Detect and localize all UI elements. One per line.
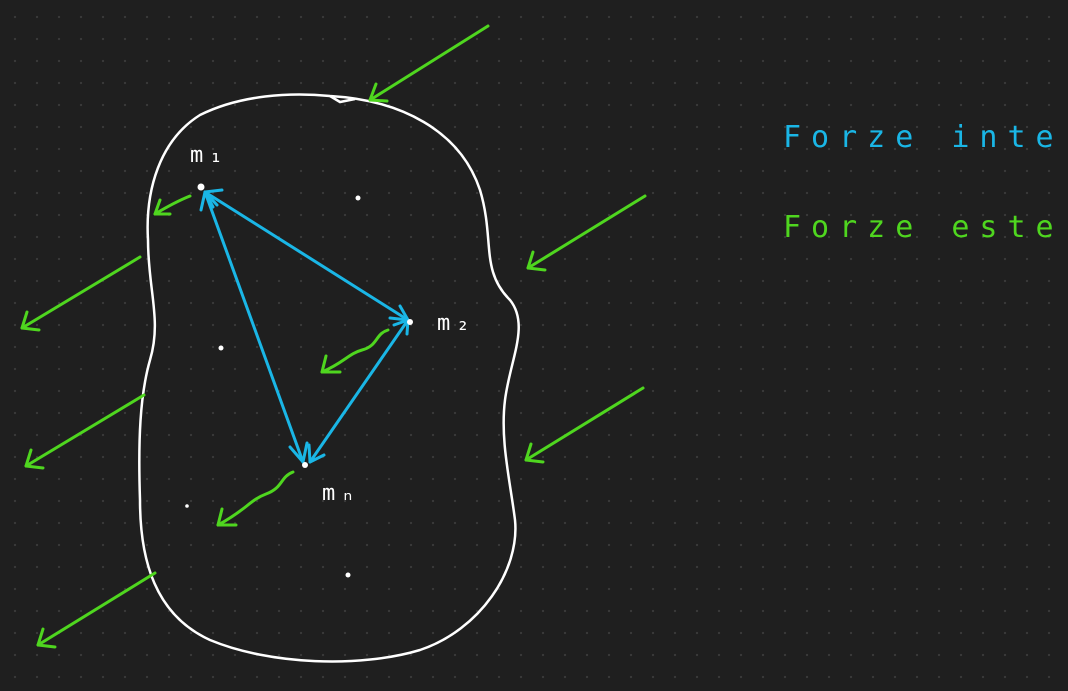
external-force-left-1 bbox=[20, 255, 142, 332]
point-m1 bbox=[197, 183, 205, 191]
body-outline-notch bbox=[329, 94, 356, 104]
external-force-on-m1 bbox=[153, 194, 192, 216]
point-extra-1 bbox=[355, 195, 361, 201]
point-m2 bbox=[407, 319, 413, 325]
legend: Forze interne Forze esterne bbox=[783, 120, 1068, 245]
legend-external-forces: Forze esterne bbox=[783, 210, 1068, 245]
internal-force-m1-mn bbox=[199, 190, 309, 464]
point-extra-3 bbox=[185, 504, 189, 508]
internal-force-m1-m2 bbox=[203, 188, 410, 322]
label-m2: m₂ bbox=[437, 311, 476, 336]
body-outline bbox=[138, 93, 520, 663]
external-force-on-mn bbox=[216, 470, 295, 527]
internal-forces bbox=[199, 188, 410, 464]
label-mn: mₙ bbox=[322, 481, 361, 506]
internal-force-m2-mn bbox=[307, 318, 410, 464]
external-force-top bbox=[368, 24, 490, 103]
point-extra-4 bbox=[345, 572, 351, 578]
external-force-left-3 bbox=[36, 571, 157, 649]
external-force-on-m2 bbox=[320, 328, 390, 374]
point-mn bbox=[302, 462, 308, 468]
point-extra-2 bbox=[218, 345, 224, 351]
external-force-right-2 bbox=[524, 386, 645, 464]
mass-points bbox=[185, 183, 413, 578]
label-m1: m₁ bbox=[190, 143, 229, 168]
external-forces bbox=[20, 24, 647, 649]
external-force-left-2 bbox=[24, 393, 146, 470]
external-force-right-1 bbox=[526, 194, 647, 272]
legend-internal-forces: Forze interne bbox=[783, 120, 1068, 155]
